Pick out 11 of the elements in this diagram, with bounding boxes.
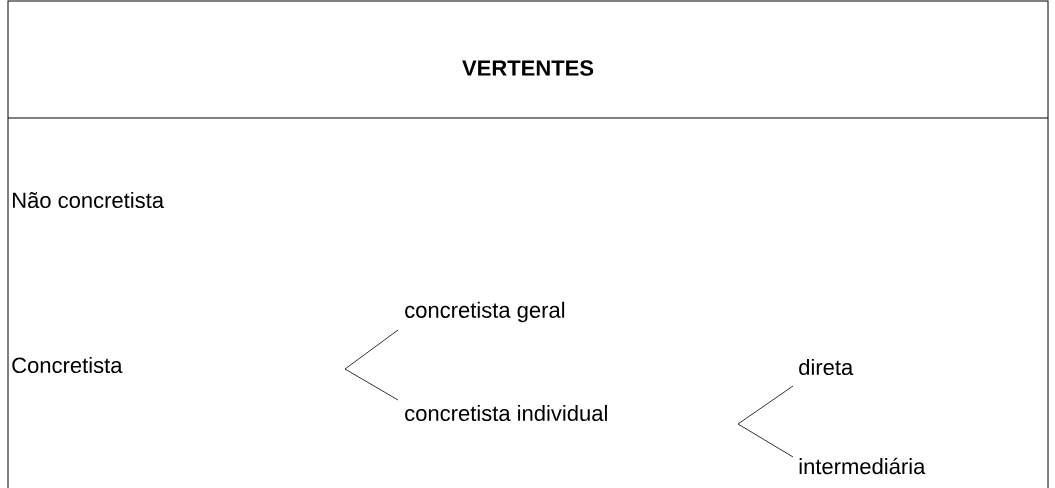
connector-line xyxy=(344,368,399,401)
text-label: intermediária xyxy=(799,457,926,475)
connector-line xyxy=(344,329,399,370)
text-label: Não concretista xyxy=(13,191,164,209)
text-label: concretista individual xyxy=(405,404,607,422)
connector-line xyxy=(737,423,794,458)
table-heading: VERTENTES xyxy=(462,60,594,76)
text-label: Concretista xyxy=(12,356,123,374)
text-label: concretista geral xyxy=(405,301,565,323)
text-label: direta xyxy=(799,358,854,376)
connector-line xyxy=(737,385,794,425)
